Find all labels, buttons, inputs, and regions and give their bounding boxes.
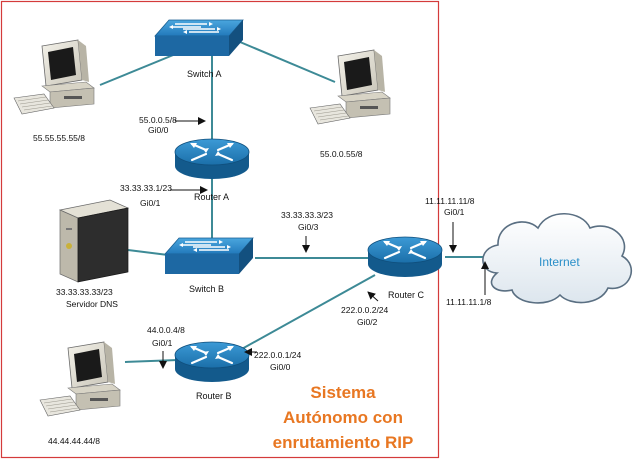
pc-bottom-ip: 44.44.44.44/8 xyxy=(48,436,100,446)
switch-b-icon xyxy=(164,237,254,275)
internet-label: Internet xyxy=(539,255,580,269)
router-b: Router B xyxy=(173,340,251,401)
switch-b: Switch B xyxy=(164,237,254,294)
switch-a: Switch A xyxy=(154,19,244,79)
ra-gi01-name: Gi0/1 xyxy=(140,198,161,208)
caption-line-1: Sistema xyxy=(310,383,376,402)
rc-gi01-name: Gi0/1 xyxy=(444,207,465,217)
ra-gi00-name: Gi0/0 xyxy=(148,125,169,135)
rb-gi00-ip: 222.0.0.1/24 xyxy=(254,350,302,360)
switch-a-label: Switch A xyxy=(187,69,222,79)
router-c-icon xyxy=(366,235,444,279)
router-a-icon xyxy=(173,137,251,181)
router-a: Router A xyxy=(173,137,251,202)
rc-gi03-ip: 33.33.33.3/23 xyxy=(281,210,333,220)
server-ip: 33.33.33.33/23 xyxy=(56,287,113,297)
link-switch-a-pc-top-right xyxy=(239,41,336,83)
pc-top-right-ip: 55.0.0.55/8 xyxy=(320,149,363,159)
interface-labels: 55.0.0.5/8 Gi0/0 33.33.33.1/23 Gi0/1 33.… xyxy=(120,115,492,372)
ra-gi00-ip: 55.0.0.5/8 xyxy=(139,115,177,125)
rc-gi02-name: Gi0/2 xyxy=(357,317,378,327)
rc-gi01-ip: 11.11.11.11/8 xyxy=(425,196,475,206)
router-a-label: Router A xyxy=(194,192,229,202)
rb-gi01-name: Gi0/1 xyxy=(152,338,173,348)
autonomous-system-border xyxy=(0,0,440,459)
internet-cloud: Internet xyxy=(482,213,633,304)
ra-gi01-ip: 33.33.33.1/23 xyxy=(120,183,172,193)
switch-b-label: Switch B xyxy=(189,284,224,294)
link-pc-bottom-router-b xyxy=(124,359,179,363)
router-c-label: Router C xyxy=(388,290,425,300)
pc-top-right: 55.0.0.55/8 xyxy=(309,49,391,159)
rc-gi03-name: Gi0/3 xyxy=(298,222,319,232)
dns-server: 33.33.33.33/23 Servidor DNS xyxy=(56,199,130,309)
router-b-icon xyxy=(173,340,251,384)
link-server-switch-b xyxy=(127,249,169,256)
link-router-c-router-b xyxy=(239,274,376,351)
rc-gi02-ip: 222.0.0.2/24 xyxy=(341,305,389,315)
pc-top-left-ip: 55.55.55.55/8 xyxy=(33,133,85,143)
arrow-rc-gi02 xyxy=(367,291,379,302)
rb-gi00-name: Gi0/0 xyxy=(270,362,291,372)
server-name: Servidor DNS xyxy=(66,299,118,309)
server-icon xyxy=(58,199,130,283)
pc-top-left: 55.55.55.55/8 xyxy=(13,39,95,143)
computer-icon xyxy=(309,49,391,125)
switch-a-icon xyxy=(154,19,244,57)
caption-line-3: enrutamiento RIP xyxy=(273,433,414,452)
as-caption: Sistema Autónomo con enrutamiento RIP xyxy=(273,383,414,452)
computer-icon xyxy=(13,39,95,115)
computer-icon xyxy=(39,341,121,417)
router-b-label: Router B xyxy=(196,391,232,401)
router-c: Router C xyxy=(366,235,444,300)
cloud-icon xyxy=(482,213,633,304)
isp-ip: 11.11.11.1/8 xyxy=(446,297,492,307)
pc-bottom: 44.44.44.44/8 xyxy=(39,341,121,446)
links xyxy=(99,41,500,363)
rb-gi01-ip: 44.0.0.4/8 xyxy=(147,325,185,335)
caption-line-2: Autónomo con xyxy=(283,408,403,427)
